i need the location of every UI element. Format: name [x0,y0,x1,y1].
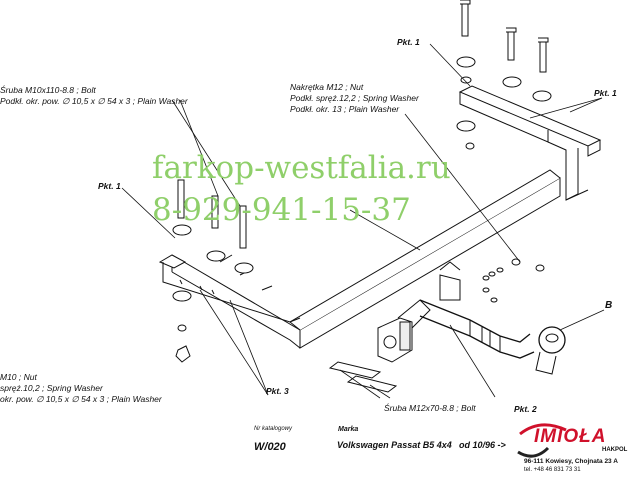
right-bracket [458,85,602,201]
label-nut-m12: Nakrętka M12 ; Nut [290,82,364,92]
label-nut-m10: M10 ; Nut [0,372,37,382]
callout-pkt1-top: Pkt. 1 [397,37,420,47]
callout-b: B [605,300,613,311]
watermark-phone: 8-929-941-15-37 [152,192,411,228]
socket-plate [377,299,431,363]
logo-mark-icon [517,423,567,458]
model-date: od 10/96 -> [459,440,506,450]
brand-logo-text: IMIOŁA [534,426,607,447]
catalog-label: Nr katalogowy [254,426,293,432]
bolts-top [460,0,549,73]
label-spring-washer-12: Podkł. spręż.12,2 ; Spring Washer [290,93,419,103]
catalog-number: W/020 [254,441,286,453]
label-spring-washer-10: spręż.10,2 ; Spring Washer [0,383,103,393]
company-address: 96-111 Kowiesy, Chojnata 23 A [524,458,618,465]
nuts-right [482,258,545,303]
leader-lines [121,43,605,399]
label-plain-washer-left-bottom: okr. pow. ∅ 10,5 x ∅ 54 x 3 ; Plain Wash… [0,394,162,404]
label-plain-washer-13: Podkł. okr. 13 ; Plain Washer [290,104,400,114]
left-bracket [162,262,301,323]
label-washer-left: Podkł. okr. pow. ∅ 10,5 x ∅ 54 x 3 ; Pla… [0,96,188,106]
bolts-left [172,179,254,363]
bolts-bottom [328,361,398,393]
crossbar-beam [158,169,561,349]
washers-top [456,56,552,150]
ball-neck [419,261,535,359]
label-bolt-m12: Śruba M12x70-8.8 ; Bolt [384,403,476,413]
vehicle-name: Volkswagen Passat B5 4x4 [337,440,452,450]
callout-pkt1-right: Pkt. 1 [594,88,617,98]
tow-ball [535,326,566,375]
callout-pkt3: Pkt. 3 [266,386,289,396]
company-phone: tel. +48 46 831 73 31 [524,467,581,473]
callout-pkt1-left: Pkt. 1 [98,181,121,191]
brand-logo-sub: HAKPOL [602,447,628,453]
callout-pkt2: Pkt. 2 [514,404,537,414]
brand-label: Marka [338,426,359,433]
watermark-site: farkop-westfalia.ru [152,150,451,186]
label-bolt-m10: Śruba M10x110-8.8 ; Bolt [0,85,96,95]
